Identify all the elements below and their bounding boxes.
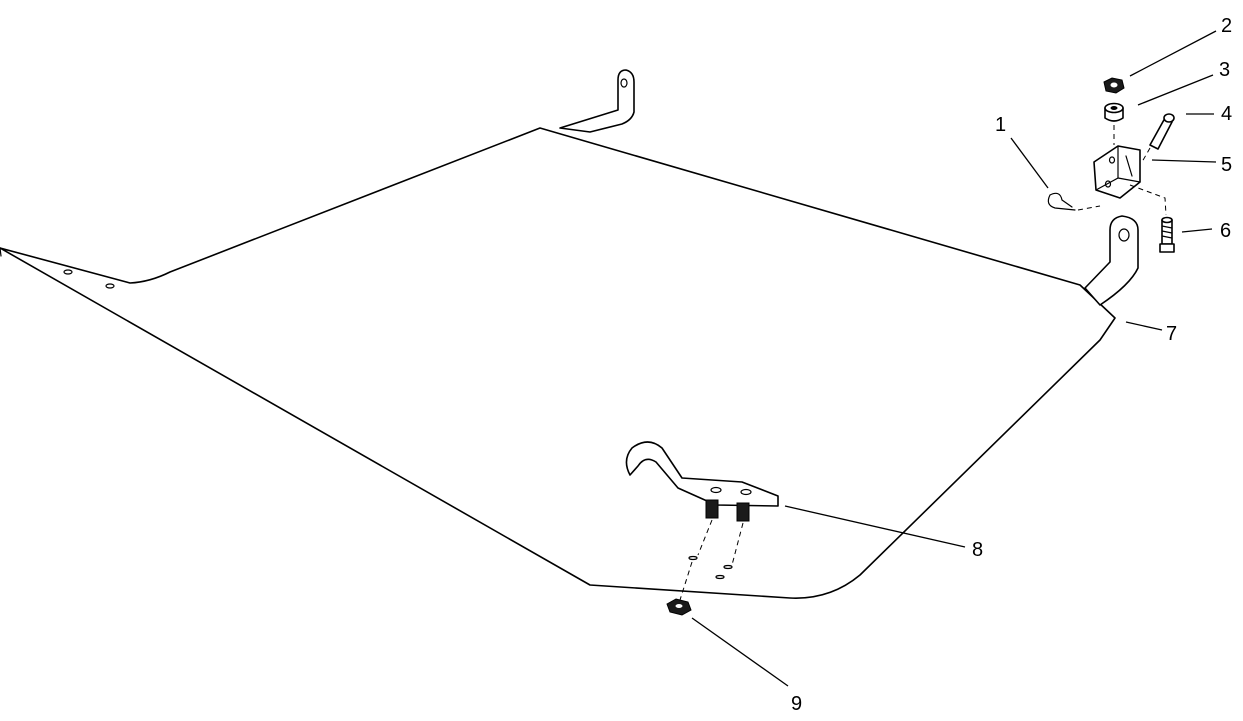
leader-5 [1151,159,1217,163]
hairpin-pin [1047,192,1101,211]
spacer-bushing [1104,102,1124,122]
leader-8 [784,505,966,548]
cap-screw [1129,184,1175,253]
leader-lines [691,30,1217,687]
leader-6 [1181,228,1213,233]
callout-labels: 1 2 3 4 5 6 7 8 9 [791,15,1232,715]
rear-bracket [559,69,635,133]
leader-2 [1129,30,1217,77]
leader-9 [691,617,789,687]
hinge-block [1093,125,1141,199]
lock-nut [666,561,693,616]
hex-nut [1103,77,1125,94]
callout-7: 7 [1166,323,1177,345]
clevis-pin [1141,113,1175,163]
callout-1: 1 [995,114,1006,136]
callout-4: 4 [1221,103,1232,125]
leader-1 [1010,137,1049,189]
shield-panel [0,127,1116,599]
callout-2: 2 [1221,15,1232,37]
callout-5: 5 [1221,154,1232,176]
callout-6: 6 [1220,220,1231,242]
leader-7 [1125,321,1163,331]
callout-8: 8 [972,539,983,561]
callout-3: 3 [1219,59,1230,81]
latch-hook [625,441,779,580]
front-bracket [1084,215,1139,306]
leader-3 [1137,74,1214,106]
callout-9: 9 [791,693,802,715]
